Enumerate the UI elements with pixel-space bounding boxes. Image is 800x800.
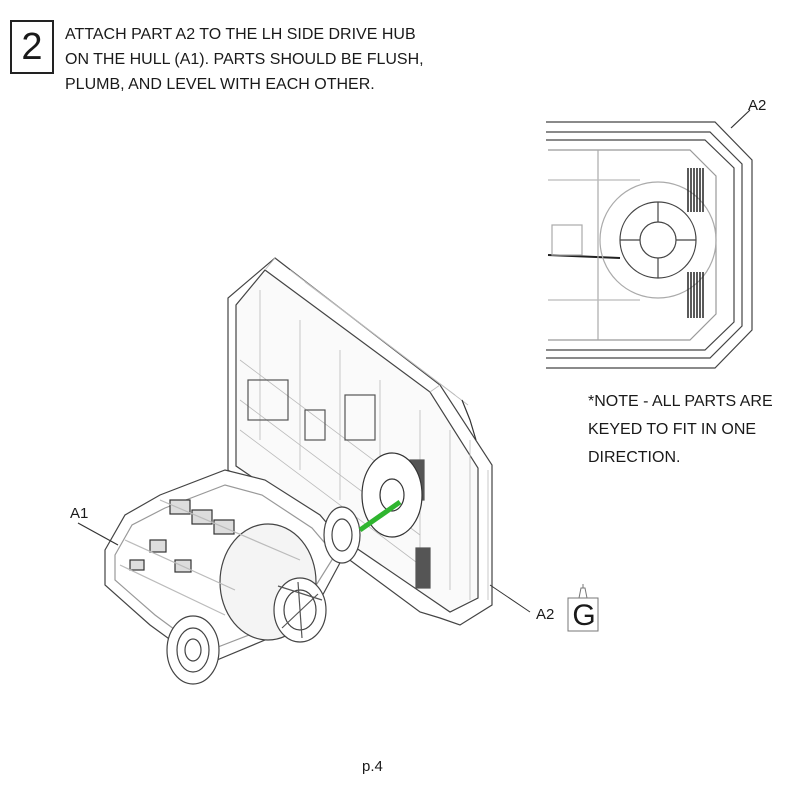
step-number-box: 2 — [10, 20, 54, 74]
hull-part-label: A1 — [70, 505, 89, 522]
hull-a1 — [77, 469, 361, 685]
panel-a2 — [227, 257, 493, 626]
instruction-line: PLUMB, AND LEVEL WITH EACH OTHER. — [65, 76, 375, 93]
detail-inset — [546, 109, 753, 370]
glue-bottle-icon — [567, 584, 599, 632]
note-line: DIRECTION. — [588, 449, 681, 466]
a2-leader-line — [489, 584, 531, 613]
glue-code-letter: G — [572, 599, 596, 632]
note-text: *NOTE - ALL PARTS ARE KEYED TO FIT IN ON… — [588, 388, 773, 472]
detail-part-label: A2 — [748, 97, 767, 114]
note-line: KEYED TO FIT IN ONE — [588, 421, 757, 438]
instruction-line: ON THE HULL (A1). PARTS SHOULD BE FLUSH, — [65, 51, 424, 68]
panel-part-label: A2 — [536, 606, 555, 623]
note-line: *NOTE - ALL PARTS ARE — [588, 393, 773, 410]
instruction-line: ATTACH PART A2 TO THE LH SIDE DRIVE HUB — [65, 26, 416, 43]
guide-line — [358, 499, 402, 533]
instruction-text: ATTACH PART A2 TO THE LH SIDE DRIVE HUB … — [65, 22, 445, 97]
page-number: p.4 — [362, 758, 383, 775]
step-number: 2 — [21, 26, 43, 68]
